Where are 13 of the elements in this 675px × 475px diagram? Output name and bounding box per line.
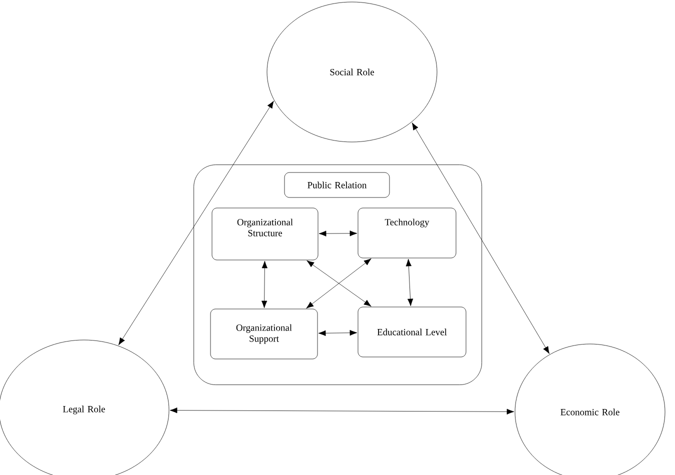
arrow <box>412 122 550 354</box>
arrow <box>318 230 358 236</box>
factor-box: Technology <box>358 208 456 258</box>
arrow <box>261 260 268 308</box>
arrow <box>170 408 514 414</box>
arrow <box>318 330 358 336</box>
factor-box: Organizational Structure <box>212 208 318 260</box>
factor-box: Organizational Support <box>210 308 318 360</box>
factor-box: Educational Level <box>358 306 466 358</box>
group-box <box>194 164 482 385</box>
title-box: Public Relation <box>284 172 390 198</box>
arrow <box>118 100 274 346</box>
arrow <box>406 258 414 306</box>
